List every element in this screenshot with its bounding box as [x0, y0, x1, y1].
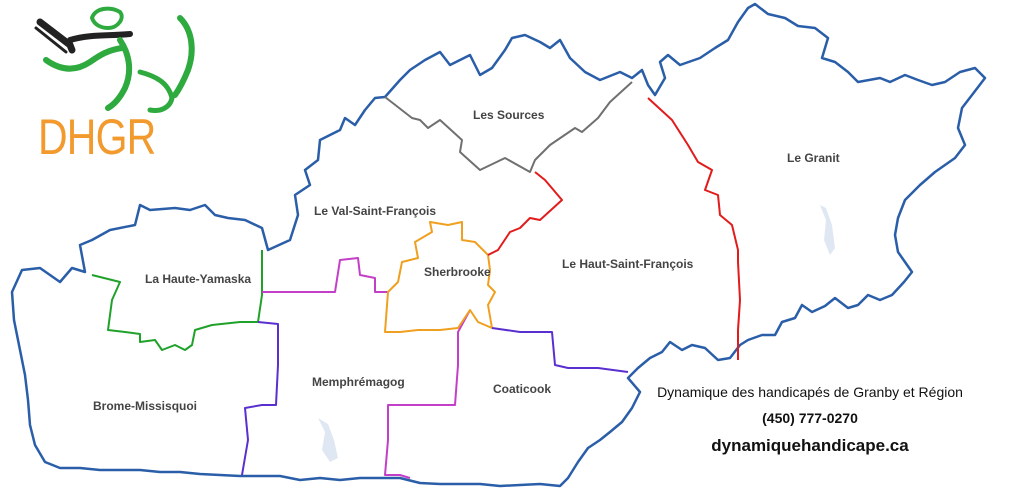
- border-val-memphremagog: [262, 257, 388, 293]
- organization-name: Dynamique des handicapés de Granby et Ré…: [657, 384, 963, 400]
- lake-memphremagog: [318, 418, 338, 462]
- label-memphremagog: Memphrémagog: [312, 375, 405, 389]
- contact-block: Dynamique des handicapés de Granby et Ré…: [600, 384, 1017, 456]
- border-memphremagog-coaticook: [384, 309, 471, 479]
- label-coaticook: Coaticook: [493, 382, 551, 396]
- border-brome-memphremagog: [241, 321, 279, 476]
- lake-granit: [820, 205, 835, 255]
- border-haut-saint-francois-west: [487, 171, 563, 256]
- label-le-granit: Le Granit: [787, 151, 840, 165]
- outer-border: [10, 2, 987, 488]
- label-la-haute-yamaska: La Haute-Yamaska: [145, 272, 251, 286]
- border-granit: [647, 97, 741, 360]
- border-les-sources: [384, 81, 633, 173]
- label-sherbrooke: Sherbrooke: [424, 265, 491, 279]
- label-le-haut-saint-francois: Le Haut-Saint-François: [562, 257, 694, 271]
- border-sherbrooke: [384, 221, 496, 333]
- violinist-figure-icon: [34, 6, 195, 113]
- phone-number[interactable]: (450) 777-0270: [762, 410, 858, 426]
- label-le-val-saint-francois: Le Val-Saint-François: [314, 204, 436, 218]
- logo-wordmark: DHGR: [38, 109, 156, 165]
- label-les-sources: Les Sources: [473, 108, 545, 122]
- border-coaticook-north: [491, 327, 629, 373]
- border-haute-yamaska: [91, 250, 263, 351]
- label-brome-missisquoi: Brome-Missisquoi: [93, 399, 197, 413]
- website-link[interactable]: dynamiquehandicape.ca: [711, 436, 909, 455]
